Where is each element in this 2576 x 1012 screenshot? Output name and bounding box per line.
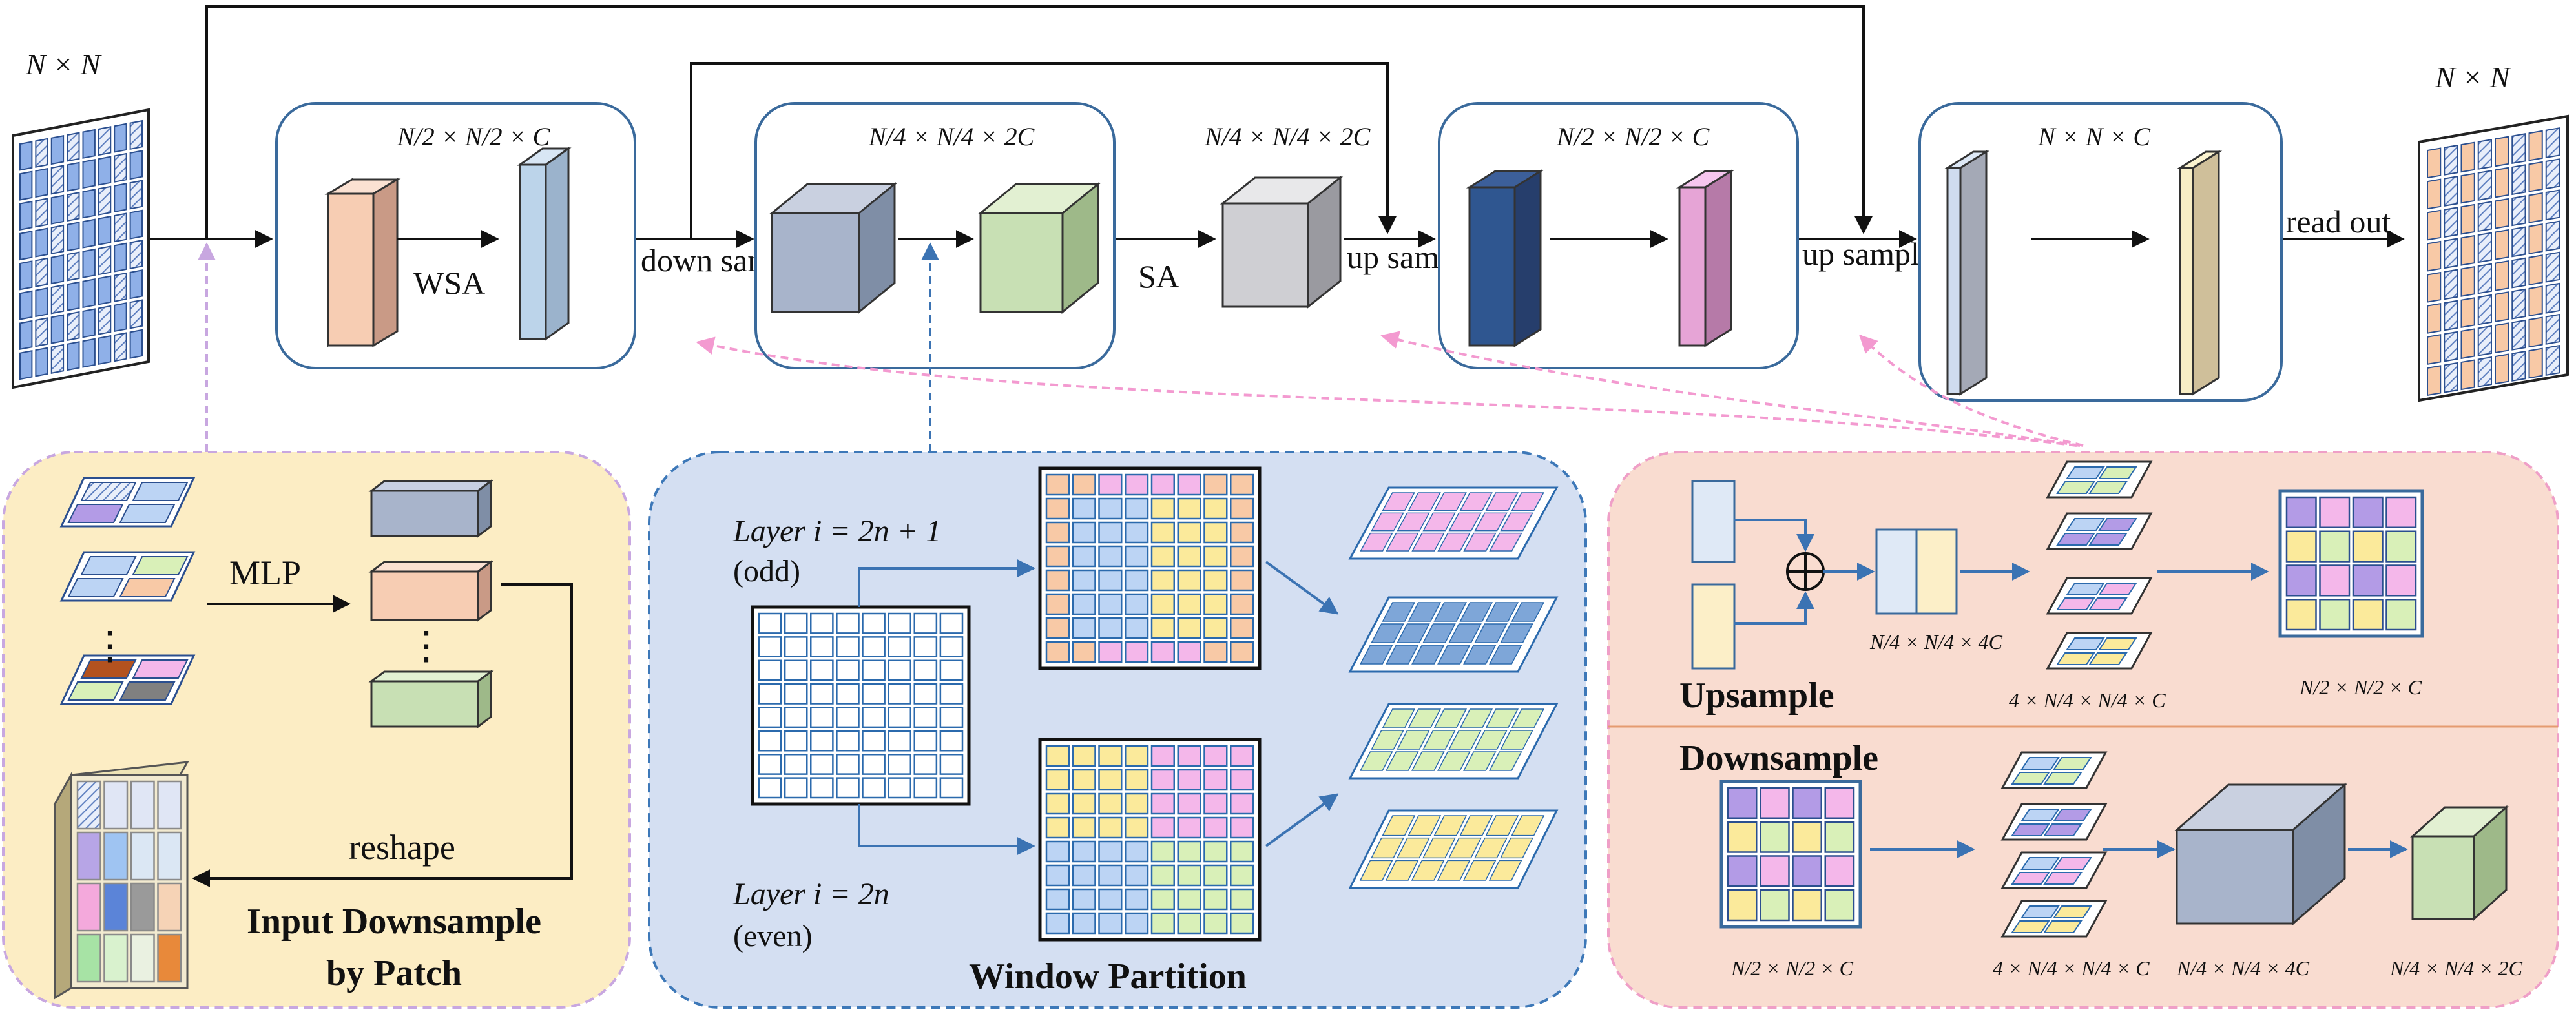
mid-skip-connection: [690, 62, 1397, 239]
odd-layer-label: Layer i = 2n + 1: [732, 514, 941, 548]
sampling-feedback-arrows: [696, 331, 2084, 447]
long-skip-connection: [205, 5, 1873, 239]
input-downsample-title-1: Input Downsample: [247, 902, 541, 942]
svg-text:up sample: up sample: [1802, 236, 1934, 272]
output-size-label: N × N: [2435, 61, 2511, 94]
svg-text:⋮: ⋮: [407, 625, 446, 667]
upsample-title: Upsample: [1679, 676, 1834, 716]
block-4-dim-label: N × N × C: [2037, 122, 2151, 151]
block-3: [1438, 102, 1799, 369]
down-stack-dim: 4 × N/4 × N/4 × C: [1993, 956, 2150, 980]
block-1-dim-label: N/2 × N/2 × C: [397, 122, 551, 151]
sa-cube: [1220, 175, 1344, 309]
svg-text:read out: read out: [2286, 203, 2391, 240]
downsample-title: Downsample: [1679, 738, 1878, 778]
down-concat-dim: N/4 × N/4 × 4C: [2176, 956, 2310, 980]
input-size-label: N × N: [25, 48, 102, 81]
block-2: [754, 102, 1116, 369]
block-4: [1918, 102, 2283, 402]
window-partition-title: Window Partition: [969, 956, 1247, 997]
down-out-dim: N/4 × N/4 × 2C: [2389, 956, 2523, 980]
odd-label: (odd): [733, 554, 800, 588]
svg-text:⋮: ⋮: [90, 625, 129, 667]
read-out-label: read out: [2286, 203, 2391, 240]
block-2-dim-label: N/4 × N/4 × 2C: [868, 122, 1035, 151]
output-grid: [2418, 114, 2569, 402]
sa-label: SA: [1138, 258, 1179, 294]
window-partition-panel: [648, 451, 1587, 1009]
even-layer-label: Layer i = 2n: [732, 877, 889, 911]
reshape-label: reshape: [349, 828, 455, 867]
block-1-wsa: [275, 102, 636, 369]
wsa-label: WSA: [413, 265, 485, 301]
up-out-dim: N/2 × N/2 × C: [2299, 676, 2422, 699]
down-in-dim: N/2 × N/2 × C: [1730, 956, 1854, 980]
block-3-dim-label: N/2 × N/2 × C: [1556, 122, 1710, 151]
up-sample-label-2: up sample: [1802, 236, 1934, 272]
up-stack-dim: 4 × N/4 × N/4 × C: [2009, 688, 2166, 712]
even-label: (even): [733, 919, 813, 953]
input-downsample-title-2: by Patch: [326, 953, 462, 993]
up-concat-dim: N/4 × N/4 × 4C: [1869, 630, 2003, 654]
sampling-panel: [1607, 451, 2559, 1009]
input-downsample-panel: ⋮ ⋮: [2, 451, 631, 1009]
sa-dim-label: N/4 × N/4 × 2C: [1204, 122, 1371, 151]
mlp-label: MLP: [229, 553, 301, 592]
input-grid: [12, 108, 150, 389]
